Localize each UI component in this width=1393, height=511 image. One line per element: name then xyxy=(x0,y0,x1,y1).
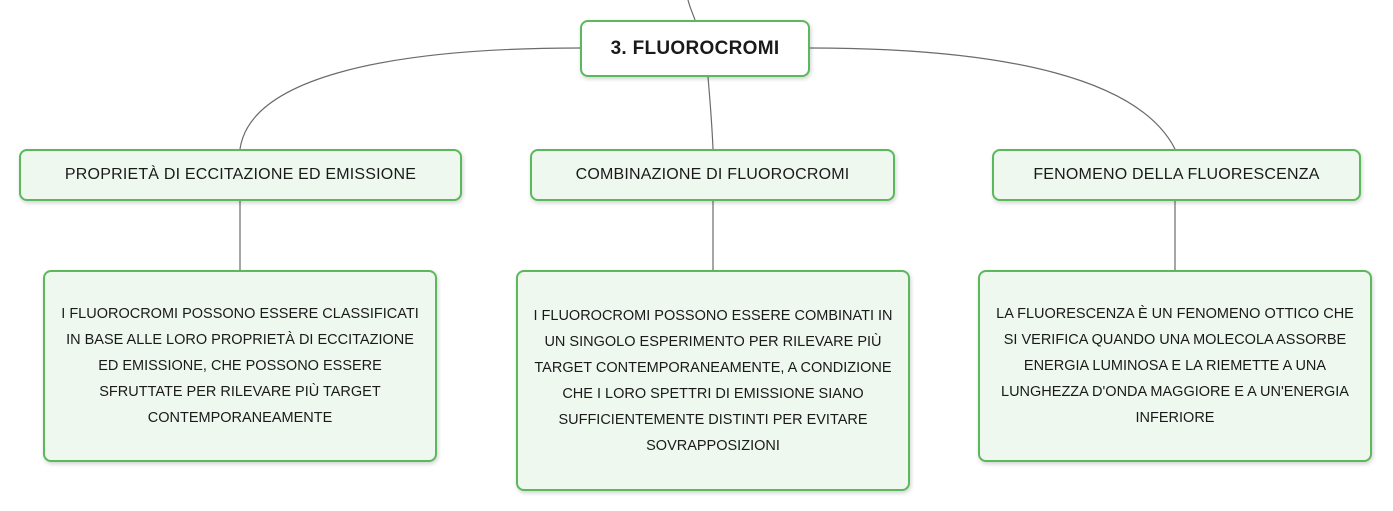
connector-incoming-root xyxy=(687,0,696,21)
topic-node-proprieta[interactable]: PROPRIETÀ DI ECCITAZIONE ED EMISSIONE xyxy=(19,149,462,201)
topic-label-proprieta: PROPRIETÀ DI ECCITAZIONE ED EMISSIONE xyxy=(64,166,417,183)
topic-node-fenomeno[interactable]: FENOMENO DELLA FLUORESCENZA xyxy=(992,149,1361,201)
topic-node-combinazione[interactable]: COMBINAZIONE DI FLUOROCROMI xyxy=(530,149,895,201)
detail-text-fenomeno: LA FLUORESCENZA È UN FENOMENO OTTICO CHE… xyxy=(996,306,1354,426)
connector-root-to-fenomeno xyxy=(809,47,1176,150)
detail-node-fenomeno[interactable]: LA FLUORESCENZA È UN FENOMENO OTTICO CHE… xyxy=(978,270,1372,462)
detail-text-proprieta: I FLUOROCROMI POSSONO ESSERE CLASSIFICAT… xyxy=(61,306,419,426)
detail-node-proprieta[interactable]: I FLUOROCROMI POSSONO ESSERE CLASSIFICAT… xyxy=(43,270,437,462)
detail-node-combinazione[interactable]: I FLUOROCROMI POSSONO ESSERE COMBINATI I… xyxy=(516,270,910,491)
detail-text-combinazione: I FLUOROCROMI POSSONO ESSERE COMBINATI I… xyxy=(533,307,893,454)
connector-root-to-combinazione xyxy=(707,76,714,150)
root-topic-label: 3. FLUOROCROMI xyxy=(610,37,780,59)
root-topic-node[interactable]: 3. FLUOROCROMI xyxy=(580,20,810,77)
connector-root-to-proprieta xyxy=(239,47,581,150)
topic-label-fenomeno: FENOMENO DELLA FLUORESCENZA xyxy=(1033,166,1320,183)
topic-label-combinazione: COMBINAZIONE DI FLUOROCROMI xyxy=(575,166,850,183)
